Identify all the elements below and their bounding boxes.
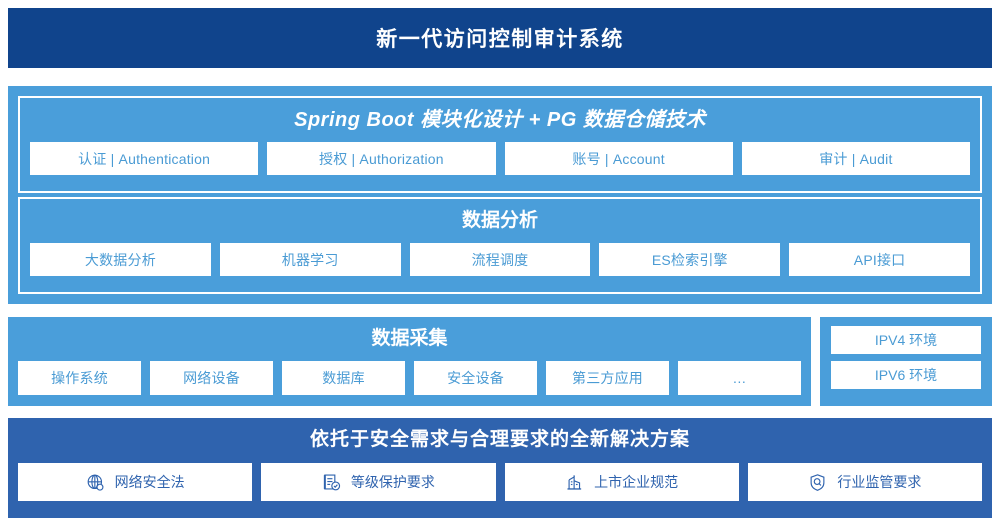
chip-operating-system[interactable]: 操作系统 — [18, 361, 141, 395]
platform-analytics-chip-row: 大数据分析 机器学习 流程调度 ES检索引擎 API接口 — [30, 243, 970, 276]
chip-label: 等级保护要求 — [350, 474, 435, 490]
chip-ipv4-environment[interactable]: IPV4 环境 — [831, 326, 981, 354]
document-check-icon — [322, 473, 341, 492]
chip-classified-protection[interactable]: 等级保护要求 — [261, 463, 496, 501]
chip-more-ellipsis[interactable]: … — [678, 361, 801, 395]
chip-label: 上市企业规范 — [594, 474, 679, 490]
chip-account[interactable]: 账号 | Account — [504, 142, 733, 175]
compliance-chip-row: 网络安全法 等级保护要求 — [18, 463, 982, 501]
platform-panel-analytics: 数据分析 大数据分析 机器学习 流程调度 ES检索引擎 API接口 — [18, 197, 982, 294]
collection-chip-row: 操作系统 网络设备 数据库 安全设备 第三方应用 … — [18, 361, 801, 395]
platform-core-chip-row: 认证 | Authentication 授权 | Authorization 账… — [30, 142, 970, 175]
shield-search-icon — [808, 473, 827, 492]
chip-industry-regulation[interactable]: 行业监管要求 — [747, 463, 982, 501]
chip-database[interactable]: 数据库 — [282, 361, 405, 395]
chip-label: 网络安全法 — [114, 474, 185, 490]
page-title: 新一代访问控制审计系统 — [376, 28, 624, 51]
chip-es-search-engine[interactable]: ES检索引擎 — [599, 243, 781, 276]
chip-network-device[interactable]: 网络设备 — [150, 361, 273, 395]
collection-layer: 数据采集 操作系统 网络设备 数据库 安全设备 第三方应用 … IPV4 环境 … — [8, 317, 992, 406]
chip-authentication[interactable]: 认证 | Authentication — [30, 142, 259, 175]
platform-panel-core: Spring Boot 模块化设计 + PG 数据仓储技术 认证 | Authe… — [18, 96, 982, 193]
chip-listed-company-standard[interactable]: 上市企业规范 — [504, 463, 739, 501]
chip-cybersecurity-law[interactable]: 网络安全法 — [18, 463, 253, 501]
chip-label: 行业监管要求 — [837, 474, 922, 490]
chip-third-party-app[interactable]: 第三方应用 — [546, 361, 669, 395]
compliance-layer: 依托于安全需求与合理要求的全新解决方案 网络安全法 — [8, 418, 992, 518]
chip-audit[interactable]: 审计 | Audit — [741, 142, 970, 175]
header-bar: 新一代访问控制审计系统 — [8, 8, 992, 68]
chip-security-device[interactable]: 安全设备 — [414, 361, 537, 395]
compliance-title: 依托于安全需求与合理要求的全新解决方案 — [309, 429, 690, 450]
platform-panel-core-title: Spring Boot 模块化设计 + PG 数据仓储技术 — [294, 109, 706, 131]
environment-block: IPV4 环境 IPV6 环境 — [820, 317, 992, 406]
platform-panel-analytics-title: 数据分析 — [461, 210, 538, 231]
chip-process-scheduling[interactable]: 流程调度 — [409, 243, 591, 276]
bank-building-icon — [565, 473, 584, 492]
chip-machine-learning[interactable]: 机器学习 — [219, 243, 401, 276]
collection-block: 数据采集 操作系统 网络设备 数据库 安全设备 第三方应用 … — [8, 317, 811, 406]
globe-icon — [86, 473, 105, 492]
chip-api-interface[interactable]: API接口 — [789, 243, 970, 276]
collection-title: 数据采集 — [371, 328, 448, 349]
chip-authorization[interactable]: 授权 | Authorization — [267, 142, 496, 175]
platform-layer: Spring Boot 模块化设计 + PG 数据仓储技术 认证 | Authe… — [8, 86, 992, 304]
chip-bigdata-analysis[interactable]: 大数据分析 — [30, 243, 211, 276]
chip-ipv6-environment[interactable]: IPV6 环境 — [831, 361, 981, 389]
